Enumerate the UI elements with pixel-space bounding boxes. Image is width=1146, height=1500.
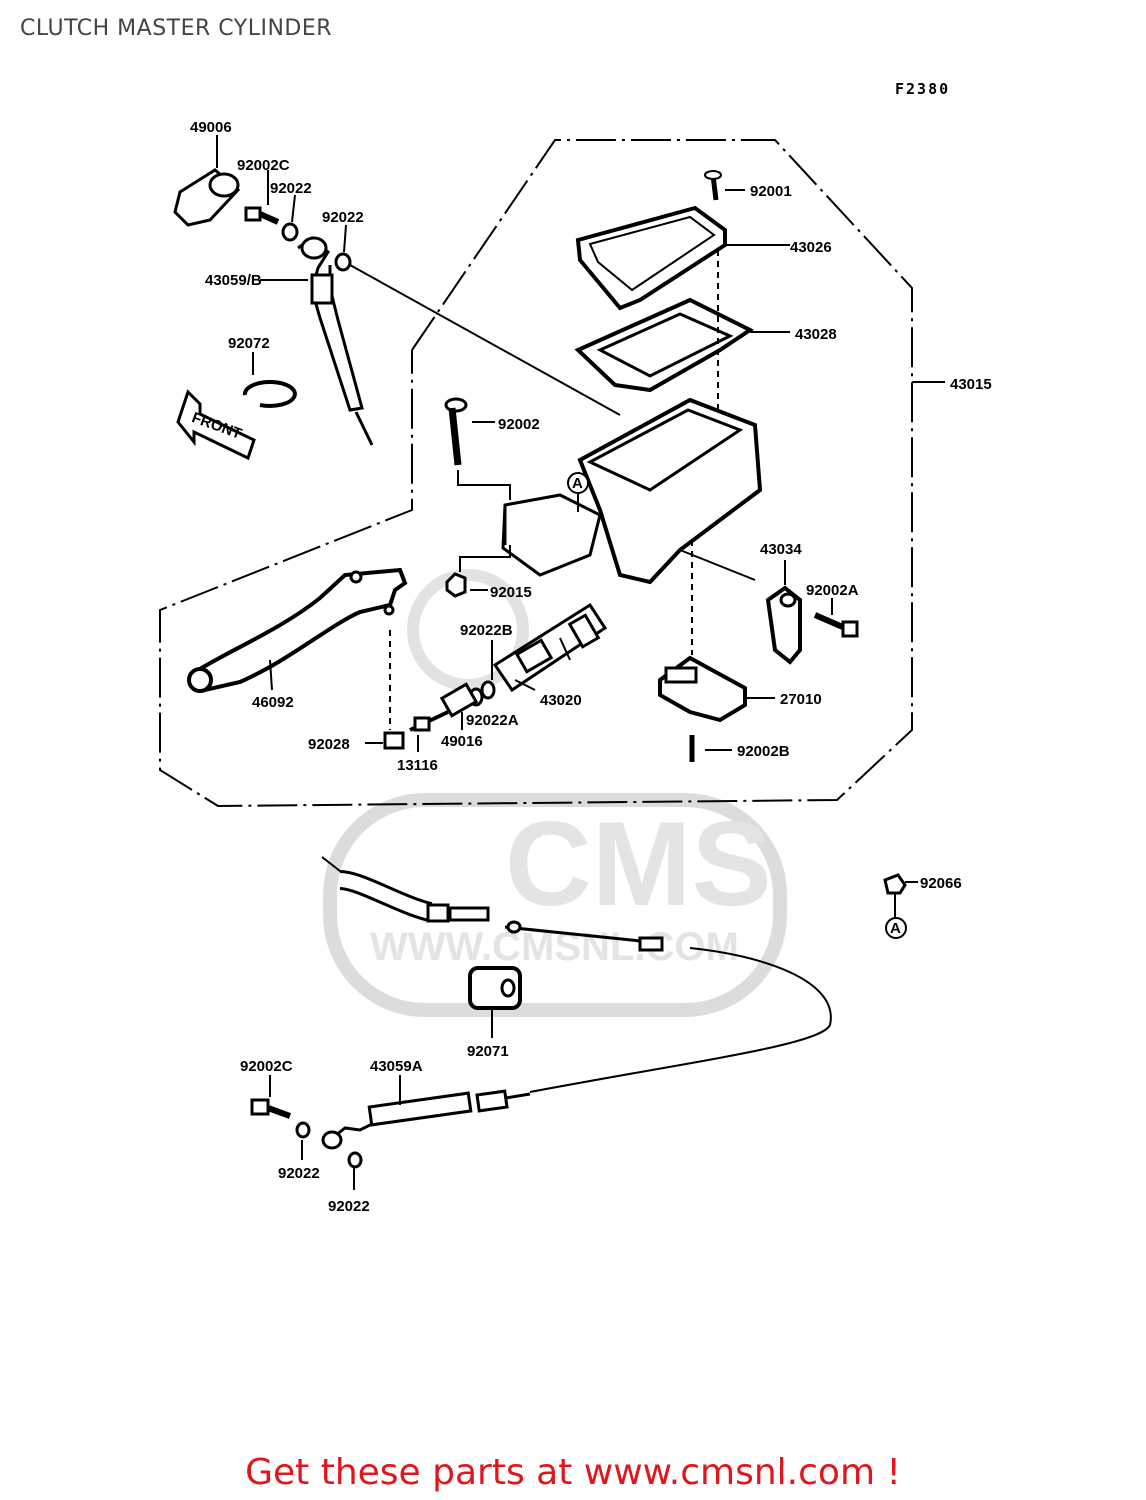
part-92022b-washer <box>480 680 496 700</box>
label-92015: 92015 <box>490 584 532 601</box>
label-92028: 92028 <box>308 736 350 753</box>
label-92022a: 92022A <box>466 712 519 729</box>
label-92002c-bottom: 92002C <box>240 1058 293 1075</box>
label-43059a: 43059A <box>370 1058 423 1075</box>
label-43015: 43015 <box>950 376 992 393</box>
label-92001: 92001 <box>750 183 792 200</box>
part-92072-clip <box>242 379 297 408</box>
part-92001-screw <box>704 170 745 201</box>
label-92072: 92072 <box>228 335 270 352</box>
label-43020: 43020 <box>540 692 582 709</box>
part-49006 <box>173 135 241 227</box>
watermark-logo-box <box>323 793 787 1017</box>
label-92002a: 92002A <box>806 582 859 599</box>
footer-promo-link[interactable]: Get these parts at www.cmsnl.com ! <box>245 1452 901 1493</box>
part-92028-bushing <box>365 630 405 750</box>
part-92022-washer-d <box>347 1151 363 1169</box>
part-43059b-hose <box>260 236 621 446</box>
assembly-frame <box>159 139 913 808</box>
label-43026: 43026 <box>790 239 832 256</box>
ref-marker-a-bottom: A <box>885 917 907 939</box>
ref-marker-a-top: A <box>567 472 589 512</box>
part-92022-washer-a <box>281 222 299 242</box>
svg-text:A: A <box>890 920 901 937</box>
part-92066-plug <box>883 873 918 918</box>
label-92071: 92071 <box>467 1043 509 1060</box>
label-92066: 92066 <box>920 875 962 892</box>
label-92002c-top: 92002C <box>237 157 290 174</box>
part-43028-diaphragm <box>574 297 754 393</box>
front-arrow: FRONT <box>176 389 256 461</box>
label-43059b: 43059/B <box>205 272 262 289</box>
label-92002: 92002 <box>498 416 540 433</box>
part-master-cylinder-body <box>501 397 763 655</box>
label-46092: 46092 <box>252 694 294 711</box>
part-43059a-pipe <box>321 1075 531 1150</box>
label-49006: 49006 <box>190 119 232 136</box>
label-27010: 27010 <box>780 691 822 708</box>
part-92002-bolt <box>444 397 511 500</box>
part-49016-boot <box>439 682 479 730</box>
part-13116-pushrod <box>409 710 449 752</box>
label-13116: 13116 <box>397 757 438 774</box>
page-title: CLUTCH MASTER CYLINDER <box>20 16 333 41</box>
part-hose-lower <box>321 856 832 1093</box>
part-92002a-bolt <box>813 598 859 638</box>
part-43020-piston-kit <box>492 602 608 693</box>
part-92071-grommet <box>468 966 522 1038</box>
label-92022b: 92022B <box>460 622 513 639</box>
part-92002c-top <box>244 170 280 225</box>
part-92022-washer-c <box>295 1121 311 1139</box>
figure-code: F2380 <box>895 80 951 98</box>
watermark: CMS WWW.CMSNL.COM <box>323 569 787 1017</box>
label-49016: 49016 <box>441 733 483 750</box>
watermark-logo-text: CMS <box>505 797 772 931</box>
label-43028: 43028 <box>795 326 837 343</box>
part-27010-switch <box>658 655 775 762</box>
label-92022-b: 92022 <box>322 209 364 226</box>
part-43026-cover <box>575 205 727 311</box>
part-46092-lever <box>187 567 408 693</box>
part-43034-clamp <box>765 560 802 665</box>
label-92022-c: 92022 <box>278 1165 320 1182</box>
part-92022-washer-b <box>334 252 352 272</box>
parts-diagram: CMS WWW.CMSNL.COM FRONT <box>159 119 992 1215</box>
label-92022-d: 92022 <box>328 1198 370 1215</box>
part-92015-nut <box>445 545 511 598</box>
label-92002b: 92002B <box>737 743 790 760</box>
part-92002c-bottom <box>250 1075 292 1119</box>
label-43034: 43034 <box>760 541 802 558</box>
label-92022-a: 92022 <box>270 180 312 197</box>
svg-text:A: A <box>572 475 583 492</box>
